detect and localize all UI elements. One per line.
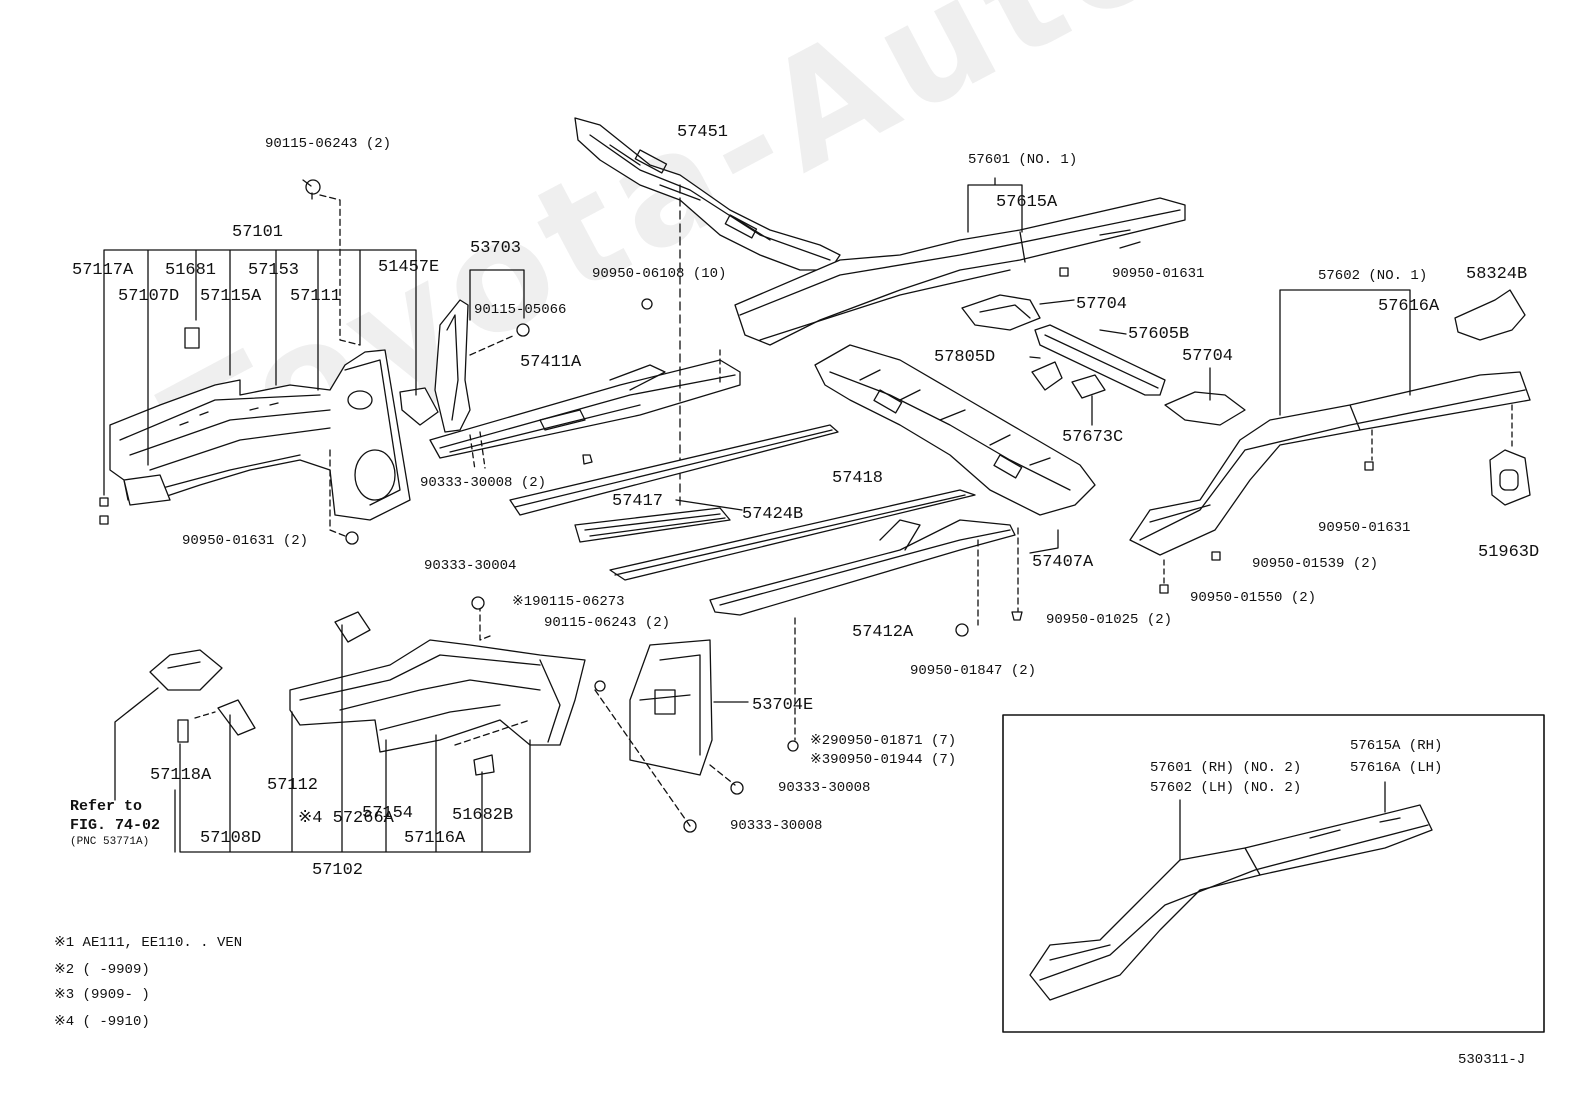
part-label-p-57605B: 57605B (1128, 325, 1190, 344)
part-label-p-90333-30008-a: 90333-30008 (778, 780, 871, 796)
side-sill-57412A (709, 519, 1016, 616)
part-label-p-90950-01631-2: 90950-01631 (2) (182, 533, 309, 549)
reinforcement-57424B (574, 507, 731, 543)
part-label-p-51457E: 51457E (378, 258, 440, 277)
part-label-p-90950-01550-2: 90950-01550 (2) (1190, 590, 1317, 606)
part-label-p-90950-01847-2: 90950-01847 (2) (910, 663, 1037, 679)
bracket-57704-a (961, 294, 1041, 331)
rear-floor-side-member-57602 (1129, 371, 1531, 556)
part-label-p-note4-57266A: ※4 57266A (298, 809, 394, 828)
part-label-p-57424B: 57424B (742, 505, 804, 524)
bracket-57805D (1031, 361, 1063, 391)
part-label-p-57451: 57451 (677, 123, 729, 142)
part-label-p-57118A: 57118A (150, 766, 212, 785)
part-label-p-90950-06108-10: 90950-06108 (10) (592, 266, 727, 282)
part-label-p-57418: 57418 (832, 469, 884, 488)
part-label-p-57704-a: 57704 (1076, 295, 1128, 314)
rocker-panel-57411A (429, 349, 741, 471)
part-label-p-refer-to: Refer to (70, 798, 143, 815)
part-label-p-57417: 57417 (612, 492, 664, 511)
note-2-text: ( -9909) (82, 962, 150, 978)
part-label-p-90950-01631-b: 90950-01631 (1318, 520, 1411, 536)
inset-rear-side-member-no2 (1029, 804, 1433, 1001)
part-label-p-90950-01944-7: ※390950-01944 (7) (810, 752, 957, 768)
part-label-p-57615A-top: 57615A (996, 193, 1058, 212)
note-2: ※2 ( -9909) (54, 962, 150, 979)
part-label-p-51681: 51681 (165, 261, 217, 280)
part-label-p-57117A: 57117A (72, 261, 134, 280)
part-label-p-90115-06243-2-top: 90115-06243 (2) (265, 136, 392, 152)
pillar-reinforcement-53704E (629, 639, 713, 776)
part-label-p-57154: 57154 (362, 804, 414, 823)
hook-51963D (1489, 449, 1531, 506)
inset-frame (1002, 714, 1545, 1033)
part-label-p-57602-no1: 57602 (NO. 1) (1318, 268, 1428, 284)
center-floor-crossmember-57407A (814, 344, 1096, 516)
plate-57673C (1071, 374, 1106, 399)
part-label-p-90333-30008-2: 90333-30008 (2) (420, 475, 547, 491)
part-label-p-57108D: 57108D (200, 829, 262, 848)
note-3-text: (9909- ) (82, 987, 150, 1003)
part-label-p-57102: 57102 (312, 861, 364, 880)
part-label-p-pnc-53771A: (PNC 53771A) (70, 836, 150, 848)
part-label-p-57407A: 57407A (1032, 553, 1094, 572)
note-1-mark: ※1 (54, 935, 75, 951)
bracket-57266A-ref (149, 649, 223, 691)
bracket-57704-b (1164, 391, 1246, 426)
part-label-p-90115-06273: ※190115-06273 (512, 594, 625, 610)
part-label-p-90115-05066: 90115-05066 (474, 302, 567, 318)
part-label-p-57153: 57153 (248, 261, 300, 280)
part-label-p-57107D: 57107D (118, 287, 180, 306)
part-label-p-57704-b: 57704 (1182, 347, 1234, 366)
part-label-p-58324B: 58324B (1466, 265, 1528, 284)
floor-rail-57418 (609, 489, 976, 581)
bracket-58324B (1454, 289, 1526, 341)
front-side-member-rh (109, 327, 439, 521)
figure-code: 530311-J (1458, 1052, 1526, 1068)
part-label-p-inset-57602: 57602 (LH) (NO. 2) (1150, 780, 1302, 796)
part-label-p-90950-01871-7: ※290950-01871 (7) (810, 733, 957, 749)
part-label-p-fig-74-02: FIG. 74-02 (70, 817, 161, 834)
part-label-p-57616A-top: 57616A (1378, 297, 1440, 316)
part-label-p-90950-01539-2: 90950-01539 (2) (1252, 556, 1379, 572)
part-label-p-90115-06243-2-mid: 90115-06243 (2) (544, 615, 671, 631)
part-label-p-57411A: 57411A (520, 353, 582, 372)
part-label-p-57101: 57101 (232, 223, 284, 242)
part-label-p-57115A: 57115A (200, 287, 262, 306)
front-pillar-53703 (434, 299, 471, 433)
part-label-p-57673C: 57673C (1062, 428, 1124, 447)
reinforcement-57605B (1034, 324, 1166, 396)
note-3-mark: ※3 (54, 987, 75, 1003)
note-4: ※4 ( -9910) (54, 1014, 150, 1031)
rear-floor-side-member-57601 (734, 197, 1186, 346)
part-label-p-90333-30004: 90333-30004 (424, 558, 517, 574)
part-label-p-57412A: 57412A (852, 623, 914, 642)
part-label-p-57111: 57111 (290, 287, 342, 306)
part-label-p-53704E: 53704E (752, 696, 814, 715)
part-label-p-90950-01025-2: 90950-01025 (2) (1046, 612, 1173, 628)
part-label-p-53703: 53703 (470, 239, 522, 258)
note-2-mark: ※2 (54, 962, 75, 978)
part-label-p-inset-57615A: 57615A (RH) (1350, 738, 1443, 754)
part-label-p-51963D: 51963D (1478, 543, 1540, 562)
part-label-p-57805D: 57805D (934, 348, 996, 367)
note-1: ※1 AE111, EE110. . VEN (54, 935, 242, 952)
part-label-p-90950-01631-a: 90950-01631 (1112, 266, 1205, 282)
part-label-p-51682B: 51682B (452, 806, 514, 825)
part-label-p-57601-no1: 57601 (NO. 1) (968, 152, 1078, 168)
part-label-p-57112: 57112 (267, 776, 319, 795)
note-4-text: ( -9910) (82, 1014, 150, 1030)
part-label-p-57116A: 57116A (404, 829, 466, 848)
note-3: ※3 (9909- ) (54, 987, 150, 1004)
part-label-p-inset-57601: 57601 (RH) (NO. 2) (1150, 760, 1302, 776)
front-side-member-lh-57102 (177, 611, 586, 776)
part-label-p-inset-57616A: 57616A (LH) (1350, 760, 1443, 776)
note-4-mark: ※4 (54, 1014, 75, 1030)
part-label-p-90333-30008-b: 90333-30008 (730, 818, 823, 834)
note-1-text: AE111, EE110. . VEN (82, 935, 243, 951)
floor-rail-57417 (509, 424, 839, 516)
